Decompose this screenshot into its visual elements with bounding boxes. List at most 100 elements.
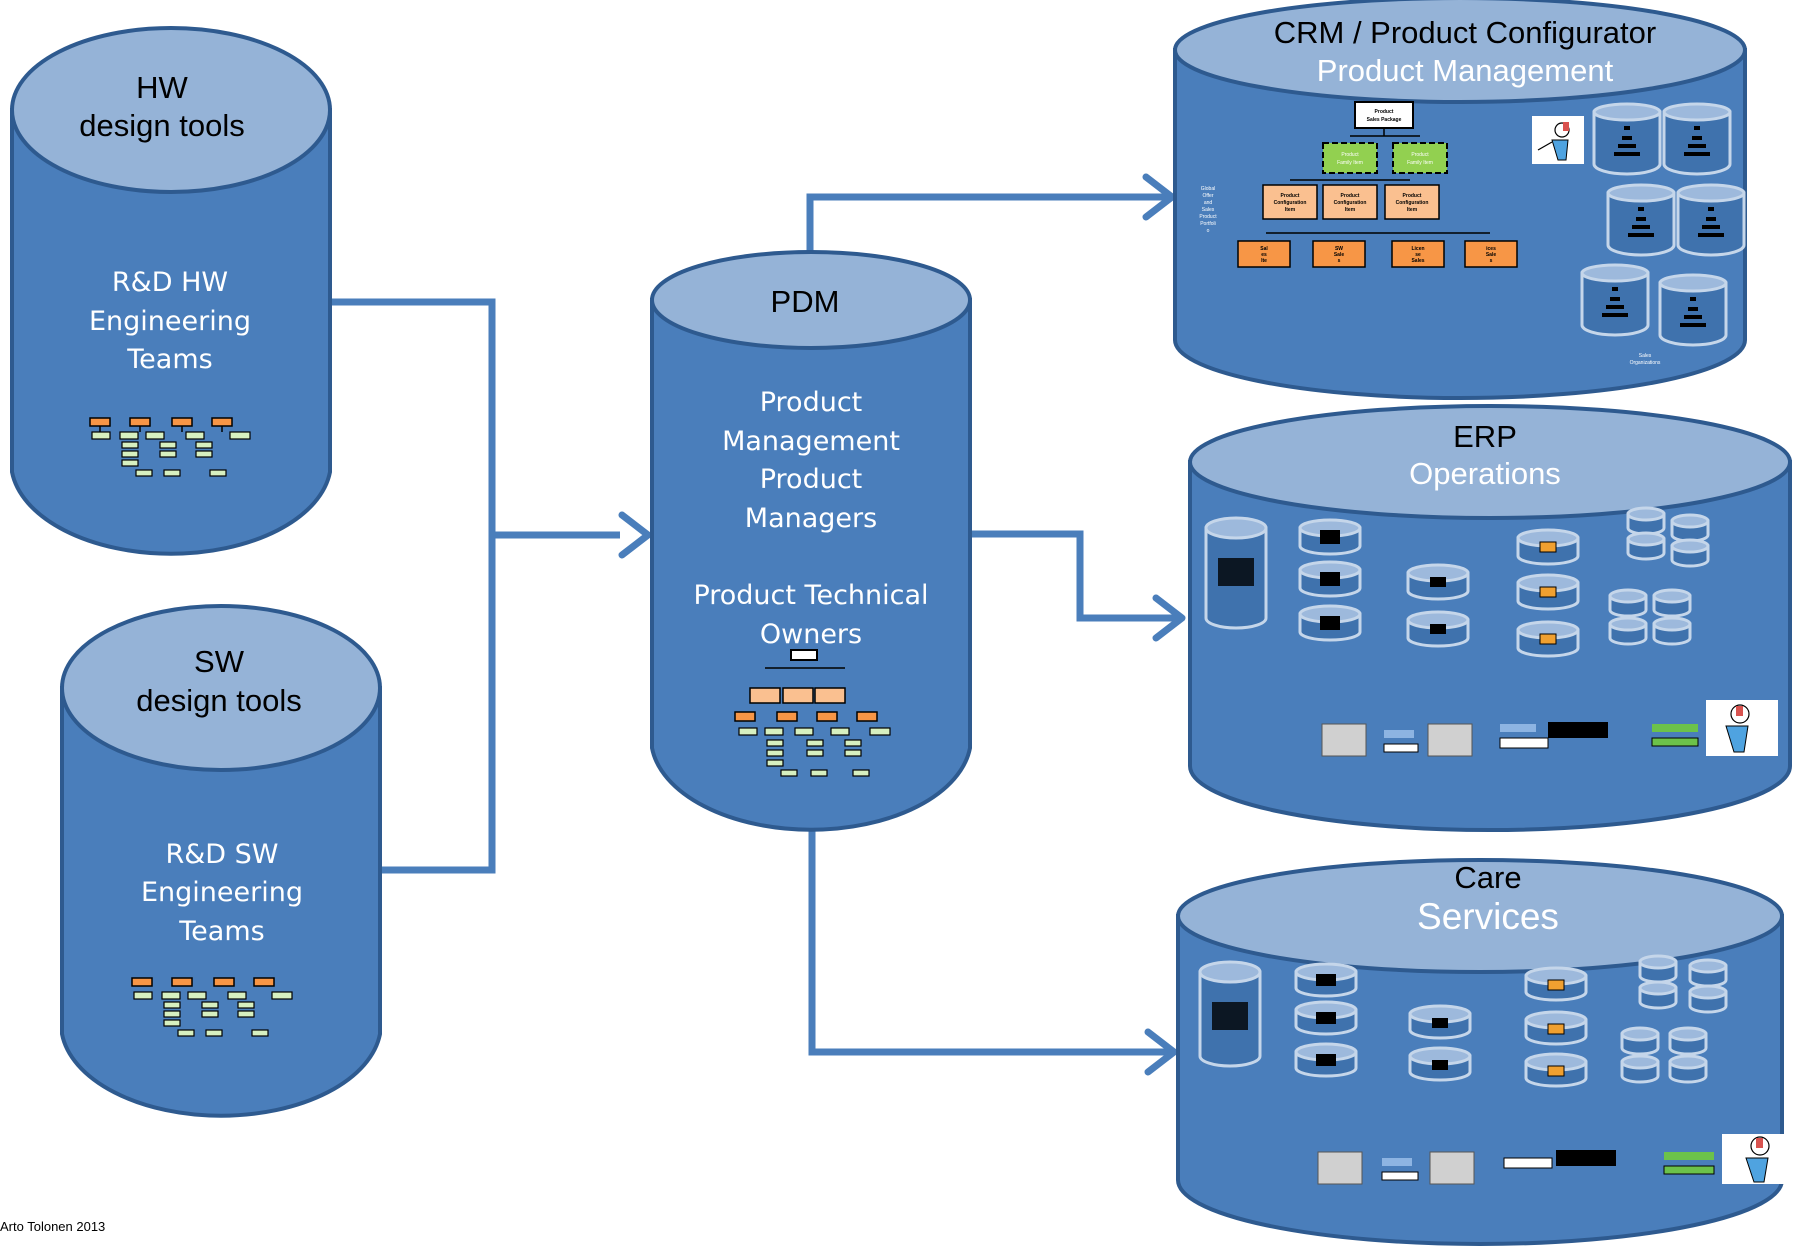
svg-text:Product: Product: [1199, 214, 1217, 220]
pdm-body-line2: Management: [722, 426, 900, 457]
hw-cylinder: HW design tools R&D HW Engineering Teams: [10, 26, 332, 556]
svg-text:Sale: Sale: [1486, 252, 1497, 258]
crm-config-item-box-2: [1322, 184, 1378, 220]
pdm-arrowhead: [618, 511, 652, 559]
org-cylinder-5: [1580, 263, 1650, 337]
pdm-to-crm-line: [806, 193, 1170, 268]
erp-arrowhead: [1152, 594, 1186, 642]
org-cylinder-1: [1592, 102, 1662, 176]
hw-structure-tree-icon: [89, 417, 251, 477]
crm-sales-package-box: [1354, 101, 1414, 129]
sw-structure-tree-icon: [131, 977, 293, 1037]
crm-sales-orgs-label-2: Organizations: [1630, 360, 1661, 366]
sw-title-line1: SW: [194, 644, 245, 679]
crm-arrowhead: [1142, 173, 1176, 221]
sw-cylinder: SW design tools R&D SW Engineering Teams: [60, 604, 382, 1118]
svg-text:Item: Item: [1345, 207, 1356, 213]
svg-text:Product: Product: [1281, 193, 1300, 199]
svg-text:s: s: [1338, 258, 1341, 264]
svg-text:Family Item: Family Item: [1407, 160, 1433, 166]
hw-to-pdm-line: [330, 298, 620, 539]
care-title-line1: Care: [1454, 860, 1521, 895]
care-arrowhead: [1144, 1028, 1178, 1076]
connectors: [330, 173, 1186, 1076]
crm-cylinder: CRM / Product Configurator Product Manag…: [1173, 0, 1747, 400]
crm-config-item-box-1: [1262, 184, 1318, 220]
crm-product-tree: Product Sales Package Product Family Ite…: [1237, 101, 1518, 268]
crm-title-line1: CRM / Product Configurator: [1274, 15, 1656, 50]
pdm-cylinder: PDM Product Management Product Managers …: [650, 250, 972, 832]
svg-text:se: se: [1415, 252, 1421, 258]
svg-text:Configuration: Configuration: [1396, 200, 1429, 206]
svg-text:Global: Global: [1201, 186, 1215, 192]
pdm-to-erp-line: [970, 530, 1180, 622]
crm-sales-orgs-label-1: Sales: [1639, 353, 1652, 359]
pdm-body-line1: Product: [760, 387, 863, 418]
erp-title-line1: ERP: [1453, 419, 1517, 454]
crm-config-item-box-3: [1384, 184, 1440, 220]
org-cylinder-3: [1606, 183, 1676, 257]
crm-sales-org-cylinders: [1580, 102, 1746, 347]
hw-title-line2: design tools: [79, 108, 244, 143]
svg-text:Sales Package: Sales Package: [1367, 117, 1402, 123]
org-cylinder-2: [1662, 102, 1732, 176]
hw-title-line1: HW: [136, 70, 188, 105]
svg-text:s: s: [1490, 258, 1493, 264]
pdm-structure-tree-icon: [734, 649, 891, 777]
care-mini-cylinders: [1198, 954, 1728, 1088]
svg-text:Portfoli: Portfoli: [1200, 221, 1216, 227]
hw-body-line1: R&D HW: [112, 267, 228, 298]
crm-family-item-box-2: [1392, 142, 1448, 174]
svg-text:Item: Item: [1285, 207, 1296, 213]
erp-logistics-row: [1321, 700, 1778, 757]
crm-sales-item-2: [1312, 240, 1366, 268]
svg-text:Sale: Sale: [1334, 252, 1345, 258]
svg-text:ices: ices: [1486, 246, 1496, 252]
care-logistics-row: [1317, 1134, 1798, 1185]
pdm-body-line7: Owners: [760, 619, 862, 650]
svg-text:Product: Product: [1411, 152, 1429, 158]
pdm-body-line4: Managers: [745, 503, 877, 534]
svg-text:Configuration: Configuration: [1274, 200, 1307, 206]
pdm-title: PDM: [771, 284, 840, 319]
hw-body-line2: Engineering: [89, 306, 251, 337]
crm-title-line2: Product Management: [1317, 53, 1614, 88]
svg-text:es: es: [1261, 252, 1267, 258]
erp-title-line2: Operations: [1409, 456, 1561, 491]
erp-cylinder: ERP Operations: [1188, 404, 1792, 832]
crm-family-item-box-1: [1322, 142, 1378, 174]
svg-text:Product: Product: [1341, 193, 1360, 199]
svg-text:Ite: Ite: [1261, 258, 1267, 264]
svg-text:Product: Product: [1375, 109, 1394, 115]
svg-text:Product: Product: [1341, 152, 1359, 158]
svg-text:Configuration: Configuration: [1334, 200, 1367, 206]
crm-side-note: Global Offer and Sales Product Portfoli …: [1199, 186, 1217, 234]
crm-sales-item-3: [1391, 240, 1445, 268]
sw-body-line3: Teams: [178, 916, 264, 947]
pdm-body-line3: Product: [760, 464, 863, 495]
pdm-body-line6: Product Technical: [693, 580, 928, 611]
pdm-to-care-line: [808, 800, 1172, 1056]
sw-body-line2: Engineering: [141, 877, 303, 908]
svg-text:SW: SW: [1335, 246, 1343, 252]
crm-person-icon: [1532, 116, 1584, 164]
copyright-text: Arto Tolonen 2013: [0, 1219, 105, 1234]
org-cylinder-4: [1676, 183, 1746, 257]
erp-mini-cylinders: [1204, 506, 1710, 658]
svg-text:Product: Product: [1403, 193, 1422, 199]
svg-text:Sales: Sales: [1202, 207, 1215, 213]
sw-to-pdm-line: [380, 535, 496, 874]
svg-text:o: o: [1207, 228, 1210, 234]
svg-text:Sal: Sal: [1260, 246, 1268, 252]
svg-text:Licen: Licen: [1411, 246, 1424, 252]
svg-text:and: and: [1204, 200, 1213, 206]
sw-title-line2: design tools: [136, 683, 301, 718]
svg-text:Item: Item: [1407, 207, 1418, 213]
svg-text:Sales: Sales: [1411, 258, 1424, 264]
hw-body-line3: Teams: [126, 344, 212, 375]
sw-body-line1: R&D SW: [165, 839, 278, 870]
crm-sales-item-1: [1237, 240, 1291, 268]
org-cylinder-6: [1658, 273, 1728, 347]
care-title-line2: Services: [1417, 896, 1559, 937]
svg-text:Family Item: Family Item: [1337, 160, 1363, 166]
